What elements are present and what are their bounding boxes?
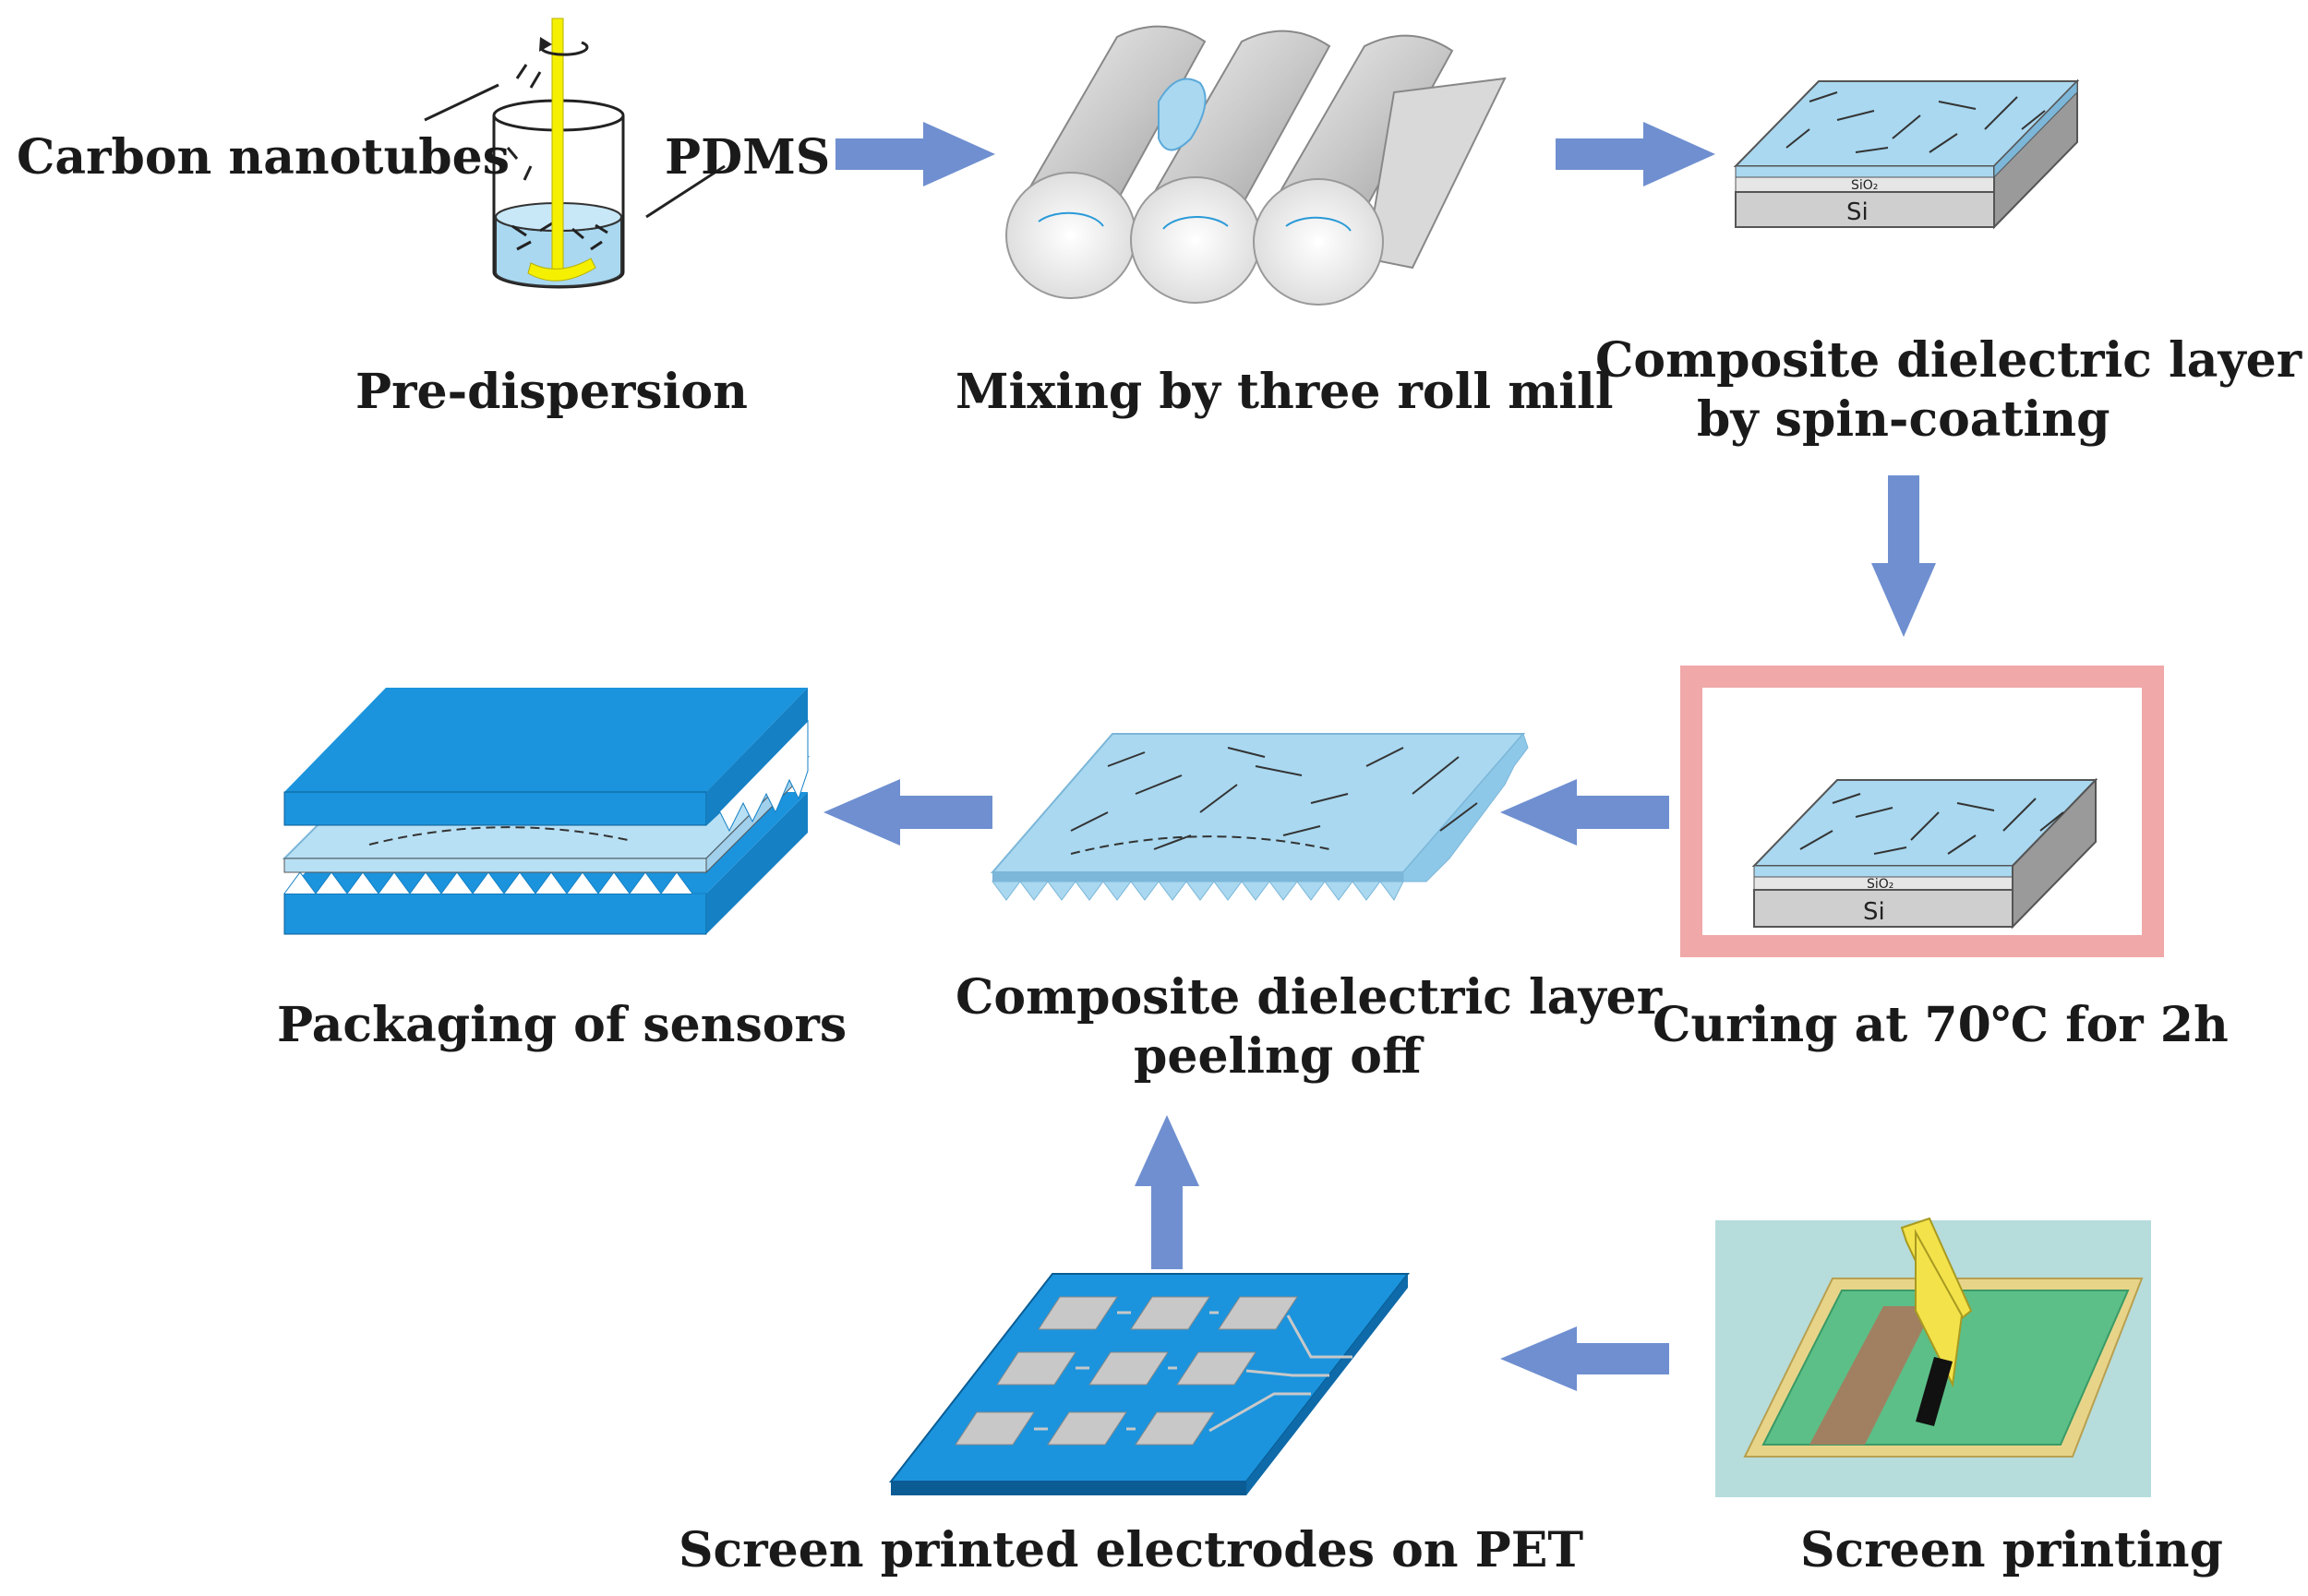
peeling-label-line2: peeling off — [1134, 1028, 1424, 1085]
sio2-label-2: SiO₂ — [1867, 877, 1893, 892]
curing-label: Curing at 70℃ for 2h — [1653, 997, 2229, 1053]
si-label-1: Si — [1846, 198, 1869, 226]
peeled-film-illustration — [990, 733, 1529, 901]
three-roll-mill-illustration — [1005, 25, 1507, 306]
spin-coating-label-line2: by spin-coating — [1697, 391, 2110, 448]
screen-printing-label: Screen printing — [1800, 1522, 2223, 1578]
arrow-down — [1871, 475, 1936, 637]
spin-coating-label-line1: Composite dielectric layer — [1595, 332, 2302, 389]
arrow-left-2 — [823, 779, 992, 846]
packaging-label: Packaging of sensors — [277, 997, 847, 1053]
peeling-label-line1: Composite dielectric layer — [956, 969, 1663, 1026]
arrow-up — [1135, 1115, 1199, 1269]
spin-coated-wafer-illustration — [1733, 78, 2080, 230]
arrow-left-1 — [1500, 779, 1669, 846]
pre-dispersion-illustration — [424, 18, 726, 289]
mixing-label: Mixing by three roll mill — [956, 364, 1614, 420]
arrow-left-3 — [1500, 1326, 1669, 1391]
screen-printing-illustration — [1715, 1217, 2151, 1497]
sio2-label-1: SiO₂ — [1851, 178, 1878, 193]
pdms-label: PDMS — [665, 129, 830, 186]
packaged-sensor-illustration — [282, 688, 811, 935]
arrow-right-2 — [1556, 122, 1715, 186]
carbon-nanotubes-label: Carbon nanotubes — [17, 129, 510, 186]
curing-oven-illustration — [1680, 666, 2164, 957]
arrow-right-1 — [835, 122, 995, 186]
electrodes-label: Screen printed electrodes on PET — [679, 1522, 1583, 1578]
si-label-2: Si — [1863, 898, 1885, 926]
electrodes-on-pet-illustration — [888, 1273, 1411, 1495]
pre-dispersion-label: Pre-dispersion — [355, 364, 748, 420]
